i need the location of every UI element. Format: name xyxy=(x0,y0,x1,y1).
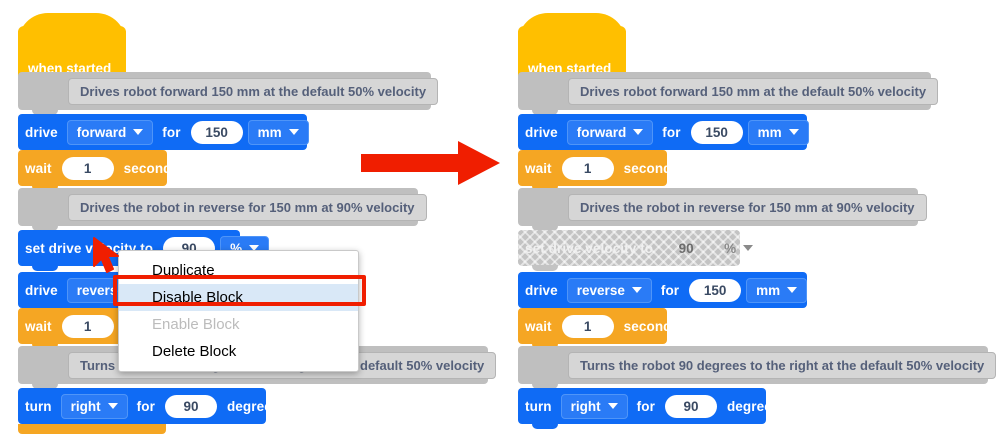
block-label: wait xyxy=(525,318,552,334)
context-menu[interactable]: Duplicate Disable Block Enable Block Del… xyxy=(118,250,359,372)
block-label-for: for xyxy=(162,124,181,140)
before-panel: when started Drives robot forward 150 mm… xyxy=(0,0,497,445)
block-label-unit: seconds xyxy=(623,318,680,334)
number-input-seconds[interactable]: 1 xyxy=(61,156,114,180)
chevron-down-icon xyxy=(249,245,260,251)
comment-text: Drives robot forward 150 mm at the defau… xyxy=(68,77,439,105)
block-label: turn xyxy=(25,398,52,414)
block-label-unit: seconds xyxy=(123,160,180,176)
block-label-unit: seconds xyxy=(623,160,680,176)
chevron-down-icon xyxy=(288,129,299,135)
hat-dome xyxy=(18,13,126,43)
block-label: drive xyxy=(525,282,558,298)
chevron-down-icon xyxy=(743,245,754,251)
dropdown-unit[interactable]: mm xyxy=(247,119,309,145)
block-label: set drive velocity to xyxy=(525,240,654,256)
dropdown-value: right xyxy=(70,398,101,414)
block-label: drive xyxy=(525,124,558,140)
block-label: turn xyxy=(525,398,552,414)
play-icon[interactable] xyxy=(816,125,828,139)
chevron-down-icon xyxy=(607,403,618,409)
dropdown-value: reverse xyxy=(576,282,625,298)
number-input-degrees[interactable]: 90 xyxy=(664,394,717,418)
dropdown-unit[interactable]: mm xyxy=(746,277,808,303)
block-label-for: for xyxy=(136,398,155,414)
block-turn-right-after[interactable]: turn right for 90 degrees xyxy=(518,388,804,429)
play-icon[interactable] xyxy=(316,125,328,139)
number-input-seconds[interactable]: 1 xyxy=(61,314,114,338)
dropdown-value: % xyxy=(724,240,737,256)
mouse-pointer-icon xyxy=(93,237,119,273)
chevron-down-icon xyxy=(633,129,644,135)
menu-item-enable-block: Enable Block xyxy=(152,316,240,333)
block-label-unit: degrees xyxy=(226,398,280,414)
block-label-for: for xyxy=(662,124,681,140)
play-icon[interactable] xyxy=(792,399,804,413)
comment-text: Drives the robot in reverse for 150 mm a… xyxy=(568,193,927,221)
number-input-seconds[interactable]: 1 xyxy=(561,314,614,338)
number-input-velocity[interactable]: 90 xyxy=(678,240,694,256)
block-label-for: for xyxy=(636,398,655,414)
comment-text: Turns the robot 90 degrees to the right … xyxy=(568,351,997,379)
block-label: wait xyxy=(25,318,52,334)
number-input-seconds[interactable]: 1 xyxy=(561,156,614,180)
dropdown-value: right xyxy=(570,398,601,414)
comment-text: Drives robot forward 150 mm at the defau… xyxy=(568,77,939,105)
block-wait-1-before[interactable]: wait 1 seconds xyxy=(18,150,179,191)
menu-item-duplicate[interactable]: Duplicate xyxy=(152,262,215,279)
block-label: wait xyxy=(525,160,552,176)
comment-text: Drives the robot in reverse for 150 mm a… xyxy=(68,193,427,221)
block-turn-right-before[interactable]: turn right for 90 degrees xyxy=(18,388,304,429)
chevron-down-icon xyxy=(133,129,144,135)
play-icon[interactable] xyxy=(292,399,304,413)
number-input-distance[interactable]: 150 xyxy=(689,278,742,302)
chevron-down-icon xyxy=(788,129,799,135)
number-input-distance[interactable]: 150 xyxy=(190,120,243,144)
dropdown-value: mm xyxy=(257,124,282,140)
dropdown-value: forward xyxy=(76,124,127,140)
after-panel: when started Drives robot forward 150 mm… xyxy=(500,0,997,445)
chevron-down-icon xyxy=(787,287,798,293)
comment-block-1-before[interactable]: Drives robot forward 150 mm at the defau… xyxy=(18,72,439,115)
menu-item-delete-block[interactable]: Delete Block xyxy=(152,343,237,360)
block-label: drive xyxy=(25,282,58,298)
dropdown-direction[interactable]: forward xyxy=(66,119,154,145)
number-input-distance[interactable]: 150 xyxy=(690,120,743,144)
chevron-down-icon xyxy=(631,287,642,293)
dropdown-direction[interactable]: right xyxy=(560,393,628,419)
dropdown-direction[interactable]: reverse xyxy=(566,277,652,303)
block-label: wait xyxy=(25,160,52,176)
block-next-partial-before xyxy=(18,424,166,434)
dropdown-direction[interactable]: forward xyxy=(566,119,654,145)
block-set-drive-velocity-after-disabled[interactable]: set drive velocity to 90 % xyxy=(518,230,754,271)
block-wait-2-after[interactable]: wait 1 seconds xyxy=(518,308,679,349)
block-label: drive xyxy=(25,124,58,140)
dropdown-unit[interactable]: % xyxy=(714,236,763,261)
dropdown-unit[interactable]: mm xyxy=(747,119,809,145)
number-input-degrees[interactable]: 90 xyxy=(164,394,217,418)
block-drive-forward-after[interactable]: drive forward for 150 mm xyxy=(518,114,828,155)
chevron-down-icon xyxy=(107,403,118,409)
block-label-unit: degrees xyxy=(726,398,780,414)
dropdown-value: mm xyxy=(756,282,781,298)
menu-item-disable-block[interactable]: Disable Block xyxy=(119,284,358,311)
comment-block-2-after[interactable]: Drives the robot in reverse for 150 mm a… xyxy=(518,188,927,231)
transition-arrow-icon xyxy=(361,141,500,185)
dropdown-value: forward xyxy=(576,124,627,140)
comment-block-2-before[interactable]: Drives the robot in reverse for 150 mm a… xyxy=(18,188,427,231)
dropdown-direction[interactable]: right xyxy=(60,393,128,419)
block-drive-reverse-after[interactable]: drive reverse for 150 mm xyxy=(518,272,827,313)
block-drive-forward-before[interactable]: drive forward for 150 mm xyxy=(18,114,328,155)
hat-dome xyxy=(518,13,626,43)
comment-block-1-after[interactable]: Drives robot forward 150 mm at the defau… xyxy=(518,72,939,115)
block-label-for: for xyxy=(660,282,680,298)
comment-block-3-after[interactable]: Turns the robot 90 degrees to the right … xyxy=(518,346,997,389)
dropdown-value: mm xyxy=(757,124,782,140)
block-wait-1-after[interactable]: wait 1 seconds xyxy=(518,150,679,191)
dropdown-value: reverse xyxy=(76,282,125,298)
play-icon[interactable] xyxy=(815,283,827,297)
